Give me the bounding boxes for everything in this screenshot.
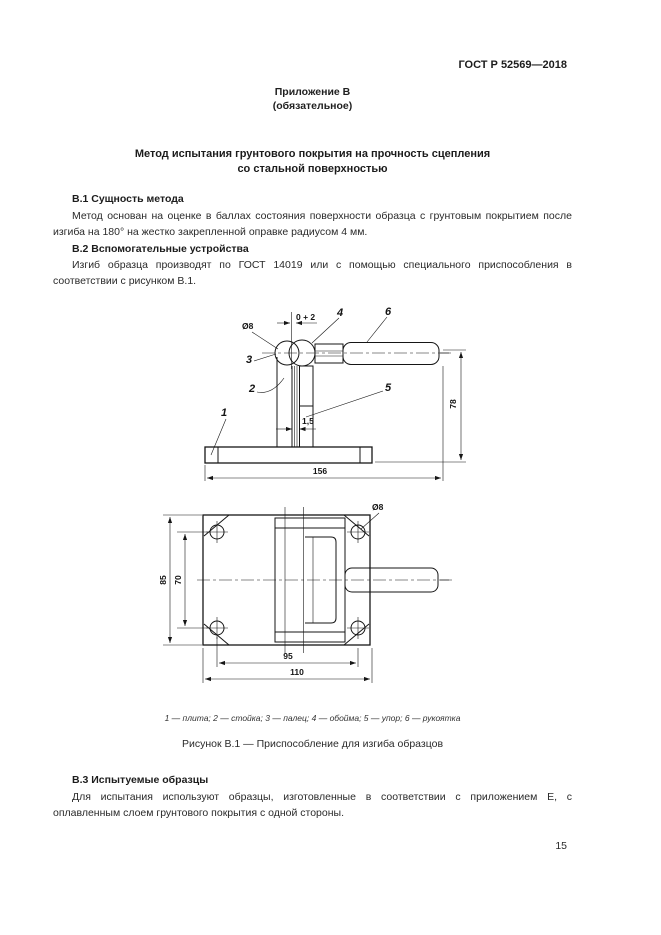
mounting-holes xyxy=(206,521,369,639)
post xyxy=(276,357,293,447)
plan-view: Ø8 85 70 xyxy=(158,502,452,683)
sample-gap-lines xyxy=(294,366,298,447)
dim-hole-spacing-x-label: 95 xyxy=(283,651,293,661)
dim-plate-width-label: 110 xyxy=(290,667,304,677)
dim-hole-spacing-y-label: 70 xyxy=(173,575,183,585)
side-view: 0 + 2 Ø8 1,5 78 xyxy=(204,306,466,481)
appendix-title: Метод испытания грунтового покрытия на п… xyxy=(53,147,572,176)
dim-plate-width: 110 xyxy=(202,648,373,683)
section-b2-body: Изгиб образца производят по ГОСТ 14019 и… xyxy=(53,259,572,287)
callout-1: 1 xyxy=(221,407,227,419)
callout-3: 3 xyxy=(246,354,252,366)
dim-hole-spacing-y: 70 xyxy=(173,531,208,629)
section-b1-heading: В.1 Сущность метода xyxy=(72,193,184,205)
handle-shaft xyxy=(314,343,344,364)
doc-number: ГОСТ Р 52569—2018 xyxy=(458,59,567,71)
appendix-header: Приложение В (обязательное) xyxy=(53,86,572,113)
title-line-2: со стальной поверхностью xyxy=(237,162,388,175)
handle xyxy=(342,342,440,365)
callout-6: 6 xyxy=(385,306,392,318)
dim-hole-diameter: Ø8 xyxy=(360,502,384,530)
section-b3-heading: В.3 Испытуемые образцы xyxy=(72,774,209,786)
title-line-1: Метод испытания грунтового покрытия на п… xyxy=(134,148,491,160)
dim-gap: 0 + 2 xyxy=(277,312,317,369)
base-plate xyxy=(204,446,373,464)
dim-plate-height-label: 85 xyxy=(158,575,168,585)
page-number: 15 xyxy=(555,840,567,852)
sleeve xyxy=(288,339,316,367)
side-callouts: 1 2 3 4 5 6 xyxy=(210,306,392,456)
figure-caption: Рисунок В.1 — Приспособление для изгиба … xyxy=(181,738,444,750)
appendix-label: Приложение В xyxy=(274,86,351,98)
dim-plate-height: 85 xyxy=(158,514,202,646)
callout-5: 5 xyxy=(385,382,392,394)
figure-legend: 1 — плита; 2 — стойка; 3 — палец; 4 — об… xyxy=(164,713,461,723)
dim-overall-height: 78 xyxy=(375,349,466,463)
dim-pin-diameter-label: Ø8 xyxy=(242,321,254,331)
section-b1-body: Метод основан на оценке в баллах состоян… xyxy=(53,210,572,238)
dim-pin-diameter: Ø8 xyxy=(242,321,279,350)
section-b2-heading: В.2 Вспомогательные устройства xyxy=(72,243,249,255)
dim-hole-spacing-x: 95 xyxy=(216,637,359,667)
section-b3-body: Для испытания используют образцы, изгото… xyxy=(53,791,572,819)
stop xyxy=(299,365,314,447)
dim-overall-height-label: 78 xyxy=(448,399,458,409)
dim-overall-length-label: 156 xyxy=(313,466,327,476)
dim-sample-thickness-label: 1,5 xyxy=(302,416,314,426)
dim-sample-thickness: 1,5 xyxy=(276,416,316,432)
callout-2: 2 xyxy=(248,383,255,395)
dim-gap-label: 0 + 2 xyxy=(296,312,315,322)
callout-4: 4 xyxy=(336,307,343,319)
appendix-kind: (обязательное) xyxy=(272,99,353,112)
pin xyxy=(274,340,300,366)
handle-plan xyxy=(344,567,439,593)
dim-overall-length: 156 xyxy=(204,366,444,481)
dim-hole-diameter-label: Ø8 xyxy=(372,502,384,512)
